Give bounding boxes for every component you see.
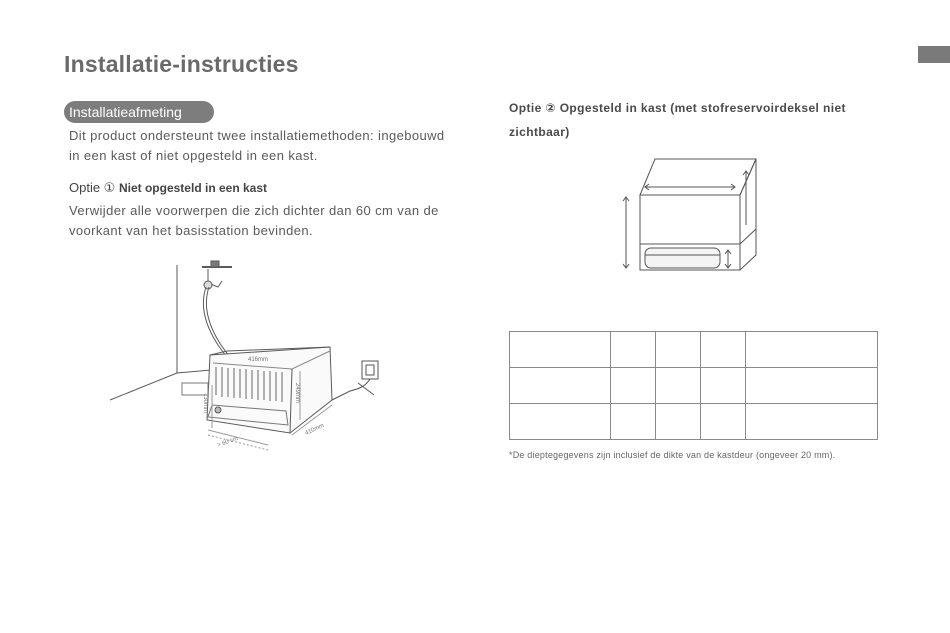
table-cell [745,331,878,368]
width-label: 416mm [248,357,268,363]
table-cell [610,367,656,404]
table-cell [745,367,878,404]
table-cell [700,367,746,404]
table-row [509,331,878,368]
option1-heading: Optie ① Niet opgesteld in een kast [69,180,267,196]
freestanding-installation-illustration: 416mm 249mm 410mm 130mm > 60 cm [109,260,379,451]
table-cell [700,403,746,440]
option1-title: Niet opgesteld in een kast [118,181,268,195]
section-heading-pill: Installatieafmeting [64,101,214,123]
table-cell [655,331,701,368]
intro-line-1: Dit product ondersteunt twee installatie… [69,128,445,143]
table-cell [700,331,746,368]
table-cell [655,403,701,440]
footnote: *De dieptegegevens zijn inclusief de dik… [509,450,836,460]
dimensions-table [509,331,878,440]
corner-tab [918,46,950,63]
option1-prefix: Optie ① [69,180,116,195]
table-cell [610,403,656,440]
option1-text-line-1: Verwijder alle voorwerpen die zich dicht… [69,203,439,218]
option1-text-line-2: voorkant van het basisstation bevinden. [69,223,313,238]
cabinet-installation-illustration [622,158,757,271]
height-label: 249mm [294,383,300,403]
table-cell [509,367,611,404]
intro-line-2: in een kast of niet opgesteld in een kas… [69,148,318,163]
table-cell [509,331,611,368]
side-label: 130mm [202,393,208,413]
depth-label: 410mm [304,423,325,437]
table-cell [655,367,701,404]
table-row [509,367,878,404]
table-cell [745,403,878,440]
page-title: Installatie-instructies [64,51,299,77]
option2-heading: Optie ② Opgesteld in kast (met stofreser… [509,101,846,139]
table-row [509,403,878,440]
table-cell [610,331,656,368]
table-cell [509,403,611,440]
